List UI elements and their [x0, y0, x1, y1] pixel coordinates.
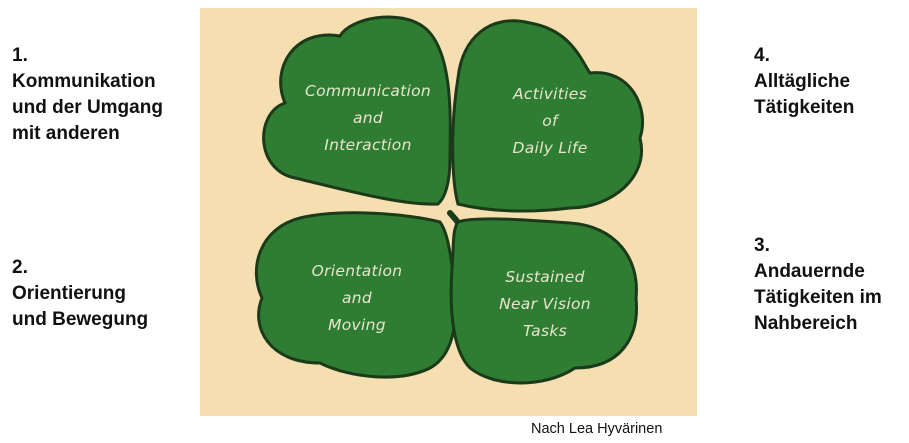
label-andauernde-taetigkeiten: 3. Andauernde Tätigkeiten im Nahbereich — [754, 233, 882, 337]
leaf-label-line: Orientation — [311, 262, 403, 280]
credit-text: Nach Lea Hyvärinen — [531, 421, 663, 437]
leaf-label-line: Activities — [513, 85, 587, 103]
leaf-label-line: Interaction — [324, 136, 412, 154]
label-line: Orientierung — [12, 283, 127, 304]
label-number: 3. — [754, 235, 770, 256]
leaf-label-line: Sustained — [505, 268, 585, 286]
label-line: Nahbereich — [754, 313, 858, 334]
clover-panel: Communication and Interaction Activities… — [200, 8, 697, 416]
leaf-top-right-label: Activities of Daily Life — [465, 81, 635, 162]
label-line: mit anderen — [12, 123, 120, 144]
leaf-label-line: and — [341, 289, 373, 307]
label-number: 2. — [12, 257, 28, 278]
label-line: Tätigkeiten im — [754, 287, 882, 308]
label-orientierung: 2. Orientierung und Bewegung — [12, 255, 148, 333]
leaf-bottom-right — [449, 217, 638, 385]
label-number: 4. — [754, 45, 770, 66]
label-number: 1. — [12, 45, 28, 66]
leaf-top-left — [262, 15, 452, 206]
leaf-bottom-right-label: Sustained Near Vision Tasks — [460, 264, 630, 345]
label-line: und der Umgang — [12, 97, 163, 118]
label-line: Tätigkeiten — [754, 97, 855, 118]
leaf-top-left-label: Communication and Interaction — [283, 78, 453, 159]
label-line: Alltägliche — [754, 71, 851, 92]
clover-diagram — [254, 15, 645, 385]
leaf-label-line: Moving — [328, 316, 386, 334]
leaf-top-right — [451, 19, 645, 213]
leaf-label-line: of — [542, 112, 558, 130]
label-kommunikation: 1. Kommunikation und der Umgang mit ande… — [12, 43, 163, 147]
label-line: Andauernde — [754, 261, 865, 282]
label-alltaegliche-taetigkeiten: 4. Alltägliche Tätigkeiten — [754, 43, 854, 121]
leaf-label-line: Near Vision — [499, 295, 591, 313]
leaf-label-line: Tasks — [523, 322, 567, 340]
leaf-bottom-left-label: Orientation and Moving — [272, 258, 442, 339]
leaf-label-line: and — [352, 109, 384, 127]
leaf-label-line: Communication — [304, 82, 432, 100]
label-line: Kommunikation — [12, 71, 156, 92]
leaf-label-line: Daily Life — [512, 139, 588, 157]
label-line: und Bewegung — [12, 309, 149, 330]
